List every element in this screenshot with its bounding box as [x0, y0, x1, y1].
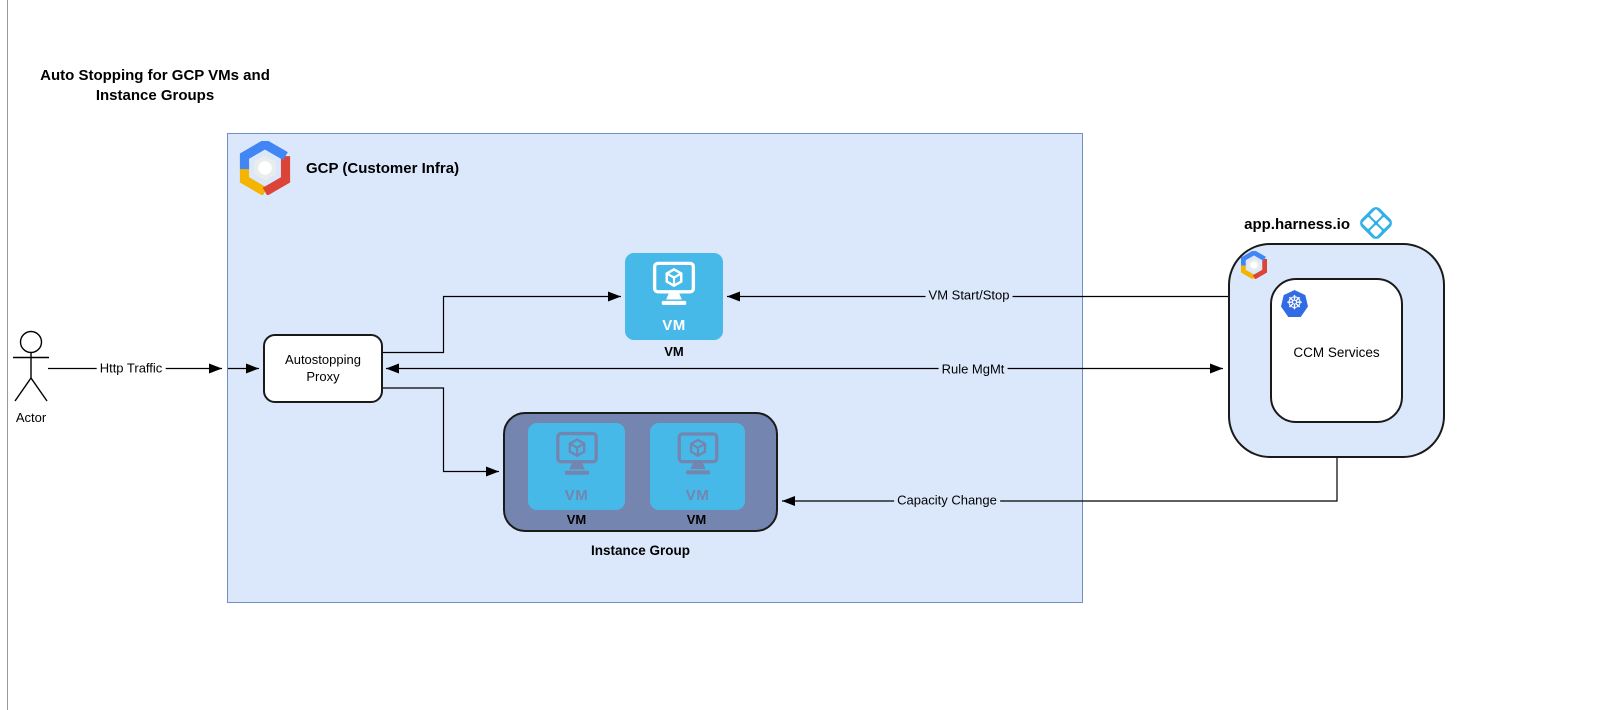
instance-group-vm-2-icon-text: VM: [685, 486, 710, 504]
window-left-edge-line: [7, 0, 8, 710]
instance-group-vm-node-2: VM: [650, 423, 745, 510]
vm-node-icon-text: VM: [662, 316, 686, 334]
vm-monitor-icon: [677, 432, 718, 475]
actor-label: Actor: [15, 410, 47, 425]
instance-group-vm-node-1: VM: [528, 423, 625, 510]
kubernetes-icon: ☸: [1281, 290, 1308, 317]
gcp-container-header: GCP (Customer Infra): [238, 141, 459, 195]
vm-monitor-icon: [652, 261, 696, 306]
edge-label-http-traffic: Http Traffic: [96, 360, 166, 376]
edge-label-capacity-change: Capacity Change: [894, 492, 1000, 508]
ccm-services-label: CCM Services: [1293, 345, 1380, 360]
gcp-container-label: GCP (Customer Infra): [306, 159, 460, 177]
vm-node-caption: VM: [664, 344, 684, 359]
instance-group-caption: Instance Group: [590, 543, 690, 558]
vm-monitor-icon: [555, 432, 598, 475]
instance-group-vm-1-caption: VM: [566, 512, 587, 527]
instance-group-vm-1-icon-text: VM: [564, 486, 589, 504]
gcp-logo-icon: [239, 141, 291, 195]
gcp-logo-icon-small: [1240, 251, 1268, 279]
actor-stick-figure: [13, 330, 49, 402]
instance-group-vm-2-caption: VM: [686, 512, 707, 527]
vm-node: VM: [625, 253, 723, 340]
autostopping-proxy-node: Autostopping Proxy: [263, 334, 383, 403]
diagram-title: Auto Stopping for GCP VMs and Instance G…: [40, 67, 270, 104]
harness-title: app.harness.io: [1244, 216, 1350, 233]
autostopping-proxy-label: Autostopping Proxy: [285, 352, 361, 384]
edge-label-rule-mgmt: Rule MgMt: [938, 361, 1008, 377]
edge-label-vm-start-stop: VM Start/Stop: [925, 287, 1013, 303]
harness-logo-icon: [1357, 204, 1395, 242]
